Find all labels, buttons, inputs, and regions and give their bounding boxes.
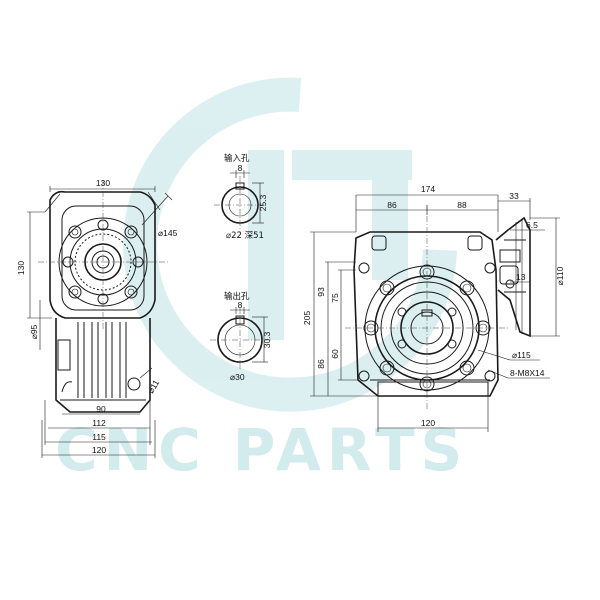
dim-left-side-height: 130 [16, 261, 26, 275]
right-input-flange [495, 216, 531, 338]
dim-right-right-half: 88 [457, 200, 467, 210]
dim-right-flange-step: 6.5 [526, 220, 538, 230]
input-hole-title: 输入孔 [224, 153, 250, 164]
right-dim-flange: 33 6.5 13 ⌀110 [498, 191, 565, 337]
dim-left-115: 115 [92, 432, 106, 442]
dim-left-pilot-dia: ⌀95 [29, 324, 39, 339]
output-bore-label: ⌀30 [230, 372, 245, 382]
watermark-logo [123, 77, 457, 412]
dim-right-75: 75 [330, 293, 340, 303]
input-key-width: 8 [238, 163, 243, 173]
dim-right-height: 205 [302, 311, 312, 325]
dim-right-flange-len: 33 [509, 191, 519, 201]
right-dim-top: 174 86 88 [355, 184, 499, 232]
left-body-fins [55, 318, 151, 413]
dim-right-left-half: 86 [387, 200, 397, 210]
right-dim-pcd: ⌀115 8-M8X14 [477, 349, 550, 379]
right-dim-left: 205 93 75 86 60 [302, 231, 378, 397]
input-key-height: 25.3 [258, 194, 268, 211]
dim-right-flange-thick: 13 [516, 272, 526, 282]
dim-right-base: 120 [421, 418, 435, 428]
left-dim-flange: ⌀145 [141, 192, 178, 238]
left-dim-side: 130 [16, 211, 52, 319]
dim-left-90: 90 [96, 404, 106, 414]
left-dim-pilot: ⌀95 [29, 300, 41, 350]
output-hole-title: 输出孔 [224, 291, 250, 302]
output-key-height: 30.3 [262, 331, 272, 348]
left-view: 130 130 ⌀145 ⌀95 ⌀11 90 11 [16, 178, 178, 458]
dim-right-86: 86 [316, 359, 326, 369]
left-dim-top: 130 [49, 178, 156, 192]
dim-left-112: 112 [92, 418, 106, 428]
dim-right-pcd: ⌀115 [512, 350, 531, 360]
right-bolt-holes [358, 262, 496, 392]
dim-right-flange-dia: ⌀110 [555, 266, 565, 285]
dim-left-hole-dia: ⌀11 [146, 378, 162, 395]
input-hole-view: 输入孔 8 25.3 ⌀22 深51 [214, 153, 268, 241]
dim-right-93: 93 [316, 287, 326, 297]
dim-left-120: 120 [92, 445, 106, 455]
dim-right-60: 60 [330, 349, 340, 359]
input-bore-label: ⌀22 深51 [226, 231, 264, 241]
left-flange-outline [49, 190, 156, 319]
dim-right-bolts: 8-M8X14 [510, 368, 545, 378]
right-body-outline [353, 231, 499, 397]
watermark-text: CNC PARTS [55, 416, 468, 484]
right-view: 174 86 88 33 6.5 13 ⌀110 205 [302, 184, 565, 432]
output-hole-view: 输出孔 8 30.3 ⌀30 [210, 291, 272, 382]
output-key-width: 8 [238, 300, 243, 310]
dim-right-total: 174 [421, 184, 435, 194]
right-dim-bottom: 120 [377, 396, 489, 432]
dim-left-top-width: 130 [96, 178, 110, 188]
left-dim-bottom: 90 112 115 120 [41, 400, 156, 458]
dim-left-flange-dia: ⌀145 [158, 228, 178, 238]
